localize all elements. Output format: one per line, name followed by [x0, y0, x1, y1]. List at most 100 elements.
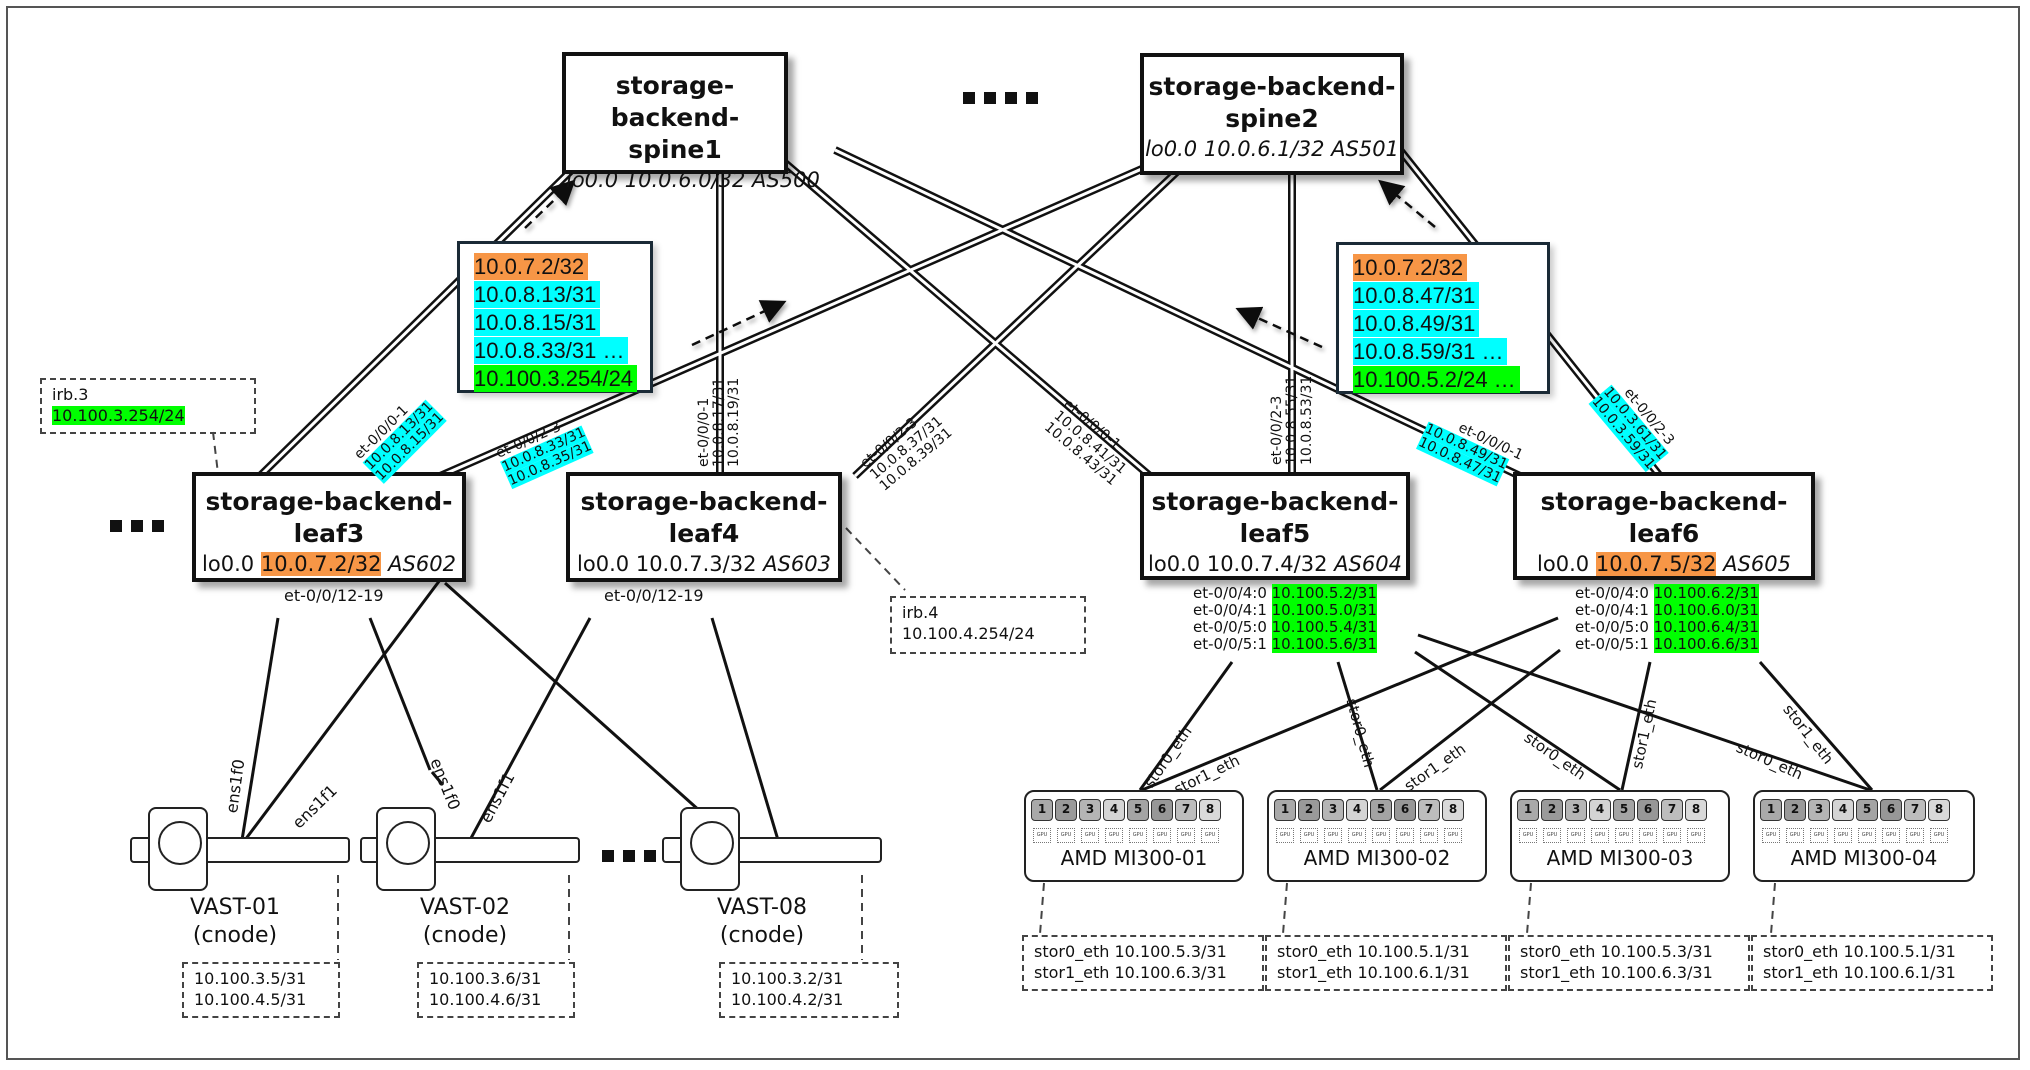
vast01-label: VAST-01(cnode) [189, 895, 280, 948]
gpu-chip-icon: GPU [1177, 828, 1195, 843]
gpu-chip-icon: GPU [1519, 828, 1537, 843]
spine2-name-2: spine2 [1225, 104, 1319, 133]
vast02-server[interactable] [360, 793, 580, 891]
gpu-chip-icon: GPU [1591, 828, 1609, 843]
gpu-slot: 8 [1442, 799, 1464, 821]
spine2-loopback: lo0.0 10.0.6.1/32 AS501 [1145, 137, 1399, 161]
ellipsis-squares-icon [602, 850, 665, 862]
route-entry: 10.0.8.59/31 … [1353, 338, 1508, 365]
gpu-slot: 4 [1832, 799, 1854, 821]
leaf6-lo-prefix: lo0.0 [1537, 552, 1590, 576]
gpu-slot: 6 [1637, 799, 1659, 821]
gpu-slot: 1 [1274, 799, 1296, 821]
leaf4-node[interactable]: storage-backend- leaf4 lo0.0 10.0.7.3/32… [566, 472, 842, 582]
gpu-slot: 6 [1880, 799, 1902, 821]
iface-row: et-0/0/5:0 10.100.6.4/31 [1575, 618, 1759, 636]
route-table-left: 10.0.7.2/32 10.0.8.13/31 10.0.8.15/31 10… [457, 241, 653, 393]
spine2-node[interactable]: storage-backend- spine2 lo0.0 10.0.6.1/3… [1140, 53, 1404, 175]
leaf6-name-2: leaf6 [1628, 519, 1700, 548]
gpu-chip-icon: GPU [1129, 828, 1147, 843]
gpu-slot: 8 [1199, 799, 1221, 821]
iface-row: et-0/0/5:1 10.100.5.6/31 [1193, 635, 1377, 653]
irb4-ip: 10.100.4.254/24 [902, 624, 1035, 643]
leaf3-node[interactable]: storage-backend- leaf3 lo0.0 10.0.7.2/32… [192, 472, 466, 582]
vast01-server[interactable] [130, 793, 350, 891]
leaf5-iface-list: et-0/0/4:0 10.100.5.2/31 et-0/0/4:1 10.1… [1193, 584, 1377, 653]
gpu-server-name: AMD MI300-04 [1790, 846, 1938, 870]
iface-row: et-0/0/5:1 10.100.6.6/31 [1575, 635, 1759, 653]
gpu-chip-icon: GPU [1567, 828, 1585, 843]
gpu-chip-icon: GPU [1930, 828, 1948, 843]
leaf6-iface-list: et-0/0/4:0 10.100.6.2/31 et-0/0/4:1 10.1… [1575, 584, 1759, 653]
leaf6-lo-ip: 10.0.7.5/32 [1595, 552, 1717, 576]
iface-row: et-0/0/4:1 10.100.6.0/31 [1575, 601, 1759, 619]
hard-drive-icon [148, 807, 208, 891]
gpu-slot: 2 [1541, 799, 1563, 821]
leaf4-asn: AS603 [763, 552, 831, 576]
gpu-slot: 5 [1856, 799, 1878, 821]
gpu-slot: 8 [1685, 799, 1707, 821]
gpu-chip-icon: GPU [1057, 828, 1075, 843]
gpu-slot: 4 [1589, 799, 1611, 821]
dashed-arrow-icon [1235, 306, 1323, 349]
gpu-slot: 7 [1175, 799, 1197, 821]
gpu-chip-icon: GPU [1639, 828, 1657, 843]
gpu-slot: 5 [1370, 799, 1392, 821]
ellipsis-squares-icon [110, 520, 173, 532]
gpu-chip-icon: GPU [1834, 828, 1852, 843]
gpu-chip-icon: GPU [1786, 828, 1804, 843]
route-entry: 10.0.7.2/32 [474, 253, 589, 280]
gpu-server-name: AMD MI300-03 [1546, 846, 1694, 870]
irb4-box: irb.4 10.100.4.254/24 [890, 596, 1086, 654]
gpu-slot: 7 [1661, 799, 1683, 821]
leaf5-node[interactable]: storage-backend- leaf5 lo0.0 10.0.7.4/32… [1140, 472, 1410, 580]
leaf5-lo-ip: 10.0.7.4/32 [1206, 552, 1328, 576]
leaf5-asn: AS604 [1334, 552, 1402, 576]
gpu-chip-icon: GPU [1201, 828, 1219, 843]
leaf3-lo-prefix: lo0.0 [202, 552, 255, 576]
leaf4-name-2: leaf4 [668, 519, 740, 548]
gpu-server-name: AMD MI300-01 [1060, 846, 1208, 870]
iface-row: et-0/0/4:0 10.100.5.2/31 [1193, 584, 1377, 602]
leaf6-node[interactable]: storage-backend- leaf6 lo0.0 10.0.7.5/32… [1513, 472, 1815, 580]
gpu-chip-icon: GPU [1615, 828, 1633, 843]
iface-row: et-0/0/4:1 10.100.5.0/31 [1193, 601, 1377, 619]
gpu-chip-icon: GPU [1420, 828, 1438, 843]
irb4-name: irb.4 [902, 603, 939, 622]
route-entry: 10.0.8.13/31 [474, 281, 601, 308]
route-entry: 10.0.7.2/32 [1353, 254, 1468, 281]
gpu-chip-icon: GPU [1396, 828, 1414, 843]
gpu-chip-icon: GPU [1105, 828, 1123, 843]
vast08-label: VAST-08(cnode) [716, 895, 807, 948]
vast08-server[interactable] [662, 793, 882, 891]
leaf4-name: storage-backend- [580, 487, 828, 516]
spine1-node[interactable]: storage-backend- spine1 lo0.0 10.0.6.0/3… [562, 52, 820, 192]
vast02-label: VAST-02(cnode) [419, 895, 510, 948]
leaf3-downlink: et-0/0/12-19 [284, 586, 384, 605]
gpu-chip-icon: GPU [1348, 828, 1366, 843]
gpu-chip-icon: GPU [1444, 828, 1462, 843]
gpu-chip-icon: GPU [1372, 828, 1390, 843]
gpu-slot: 3 [1322, 799, 1344, 821]
irb3-ip: 10.100.3.254/24 [52, 406, 185, 425]
gpu-slot: 6 [1151, 799, 1173, 821]
leaf4-downlink: et-0/0/12-19 [604, 586, 704, 605]
leaf6-asn: AS605 [1723, 552, 1791, 576]
gpu-slot: 2 [1298, 799, 1320, 821]
route-entry: 10.0.8.47/31 [1353, 282, 1480, 309]
gpu-chip-icon: GPU [1663, 828, 1681, 843]
